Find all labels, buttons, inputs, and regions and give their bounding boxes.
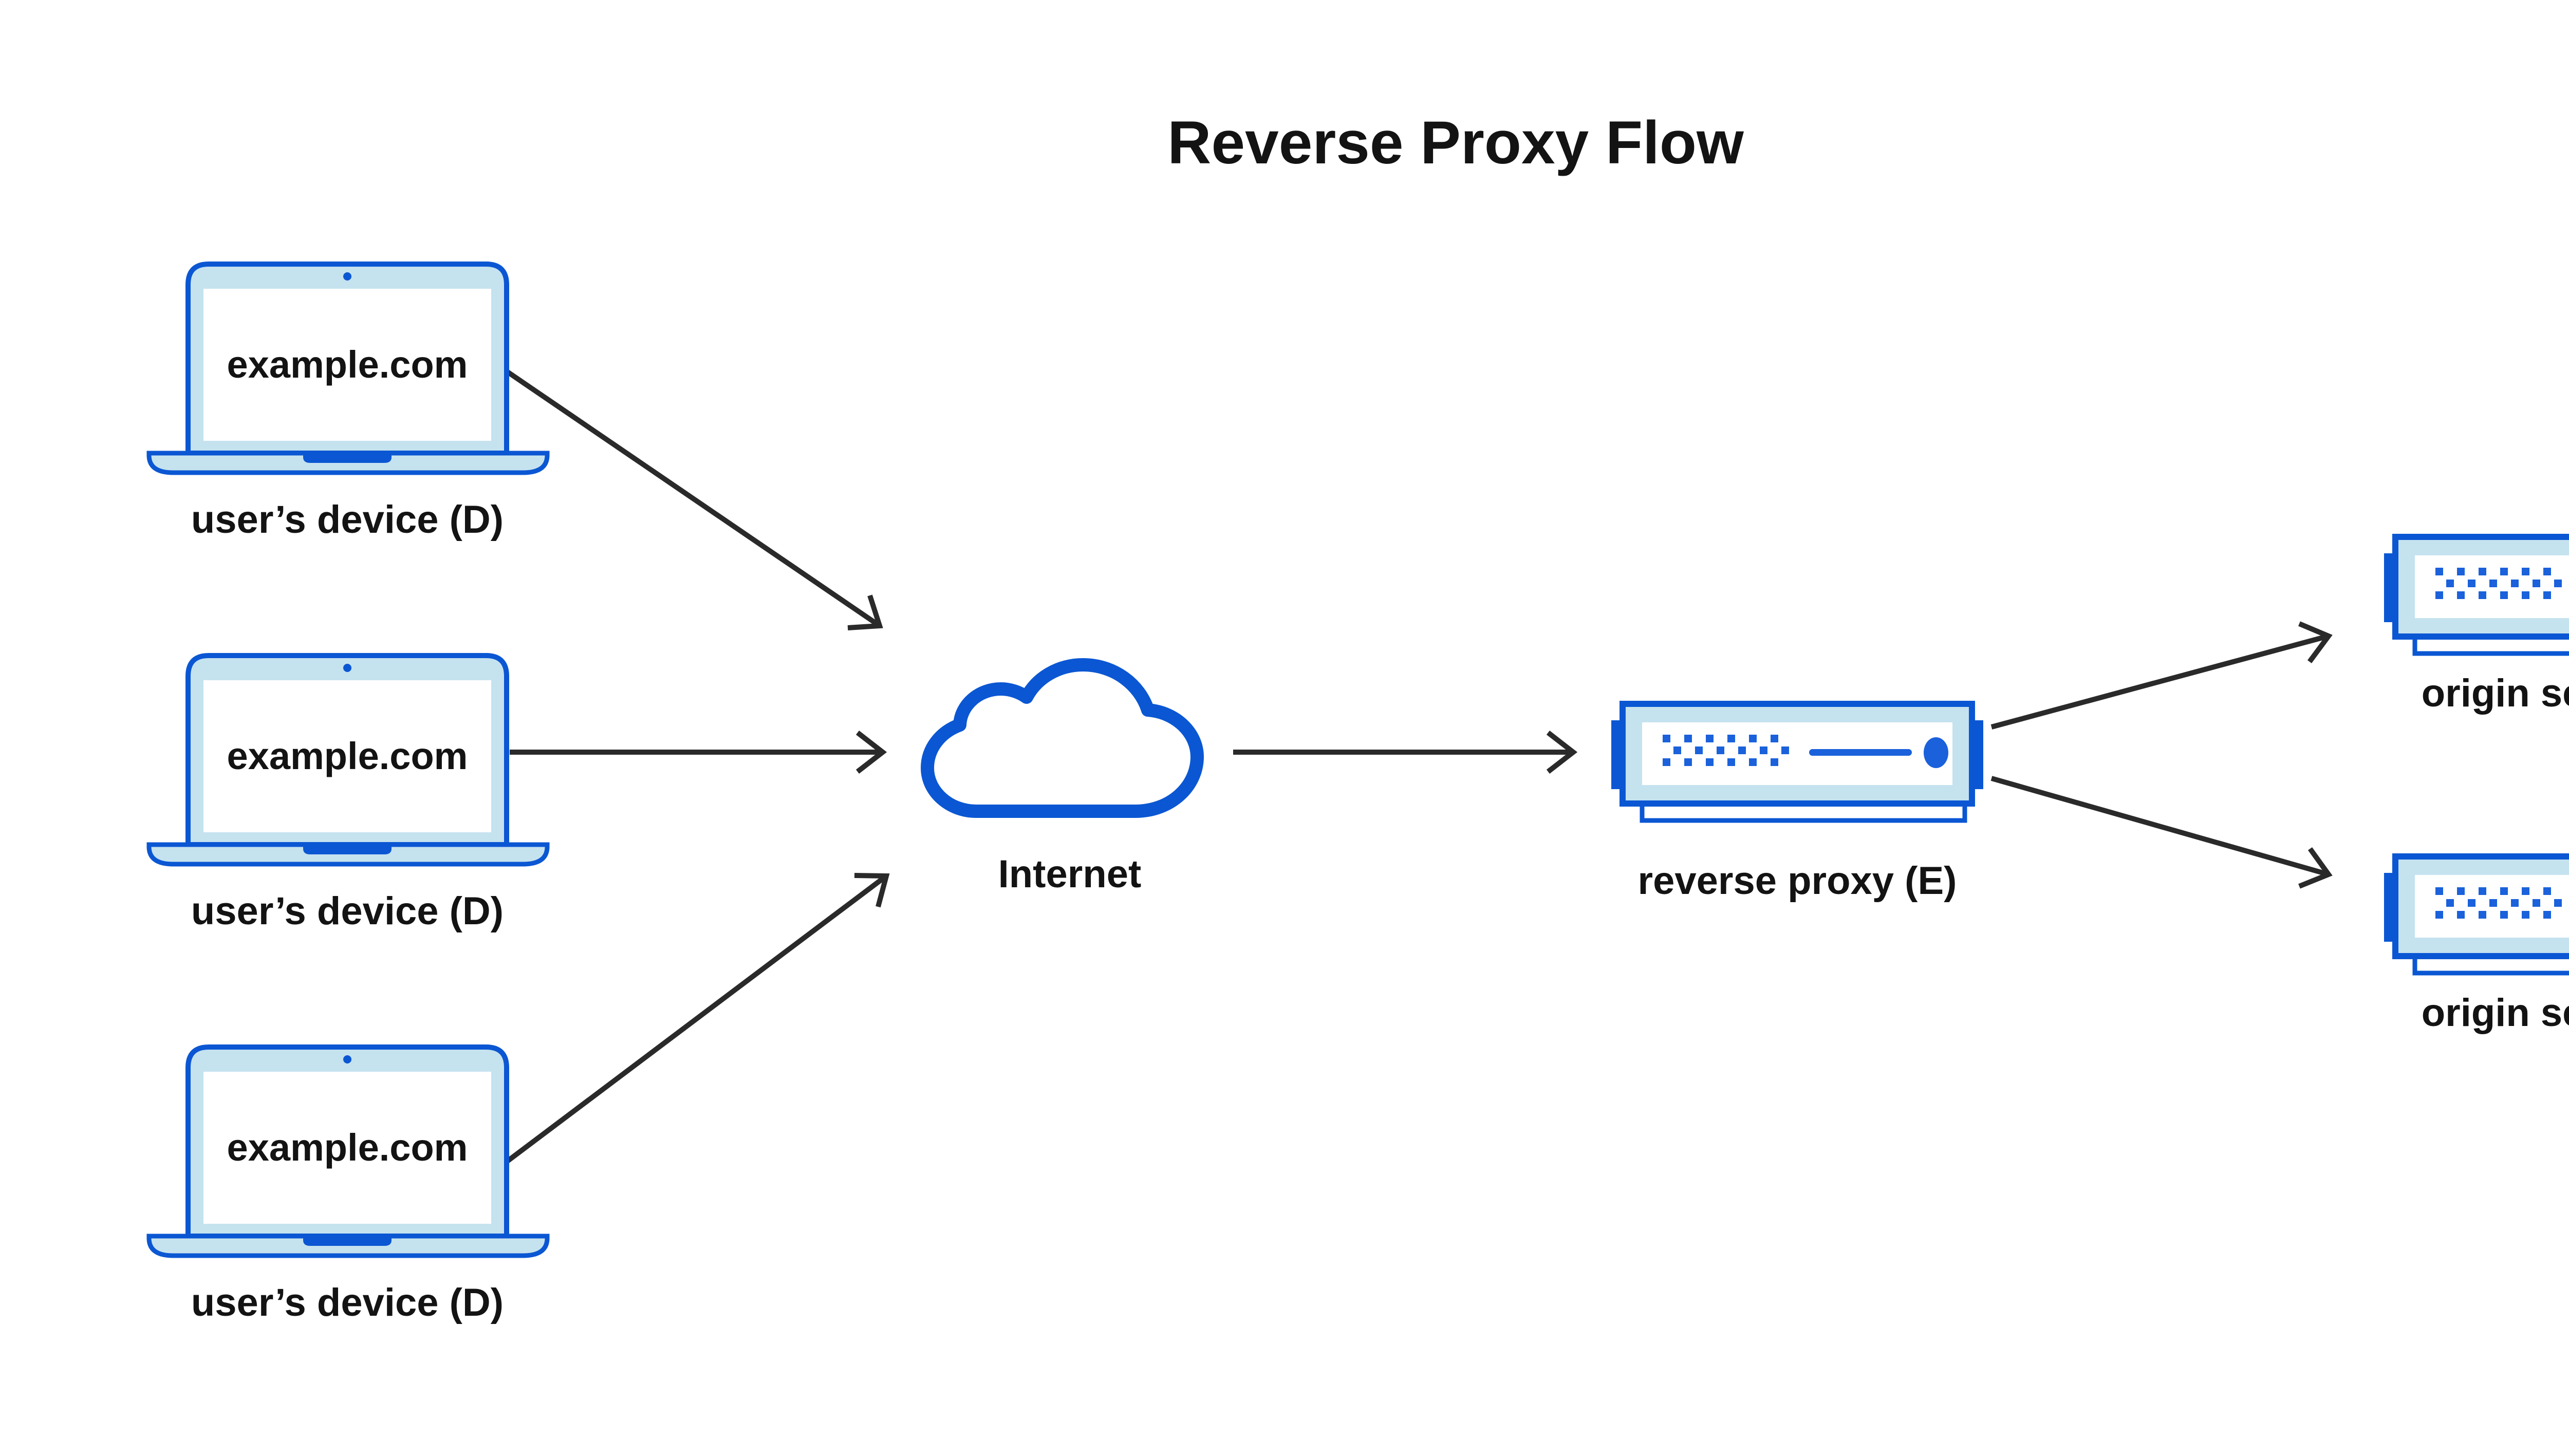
node-user-device-1: example.com user’s device (D) (149, 264, 547, 542)
server-icon (2384, 856, 2569, 973)
origin-server-label: origin server (F) (2422, 991, 2569, 1035)
node-internet: Internet (921, 658, 1204, 896)
arrowhead-icon (2298, 621, 2333, 663)
device-label: user’s device (D) (191, 889, 504, 933)
arrow-device2-to-internet (510, 731, 887, 774)
arrow-internet-to-proxy (1233, 731, 1578, 774)
arrowhead-icon (855, 731, 887, 774)
node-reverse-proxy: reverse proxy (E) (1611, 704, 1983, 903)
arrowhead-icon (1546, 731, 1578, 774)
device-screen-text: example.com (227, 343, 468, 386)
server-icon (1611, 704, 1983, 820)
arrow-proxy-to-origin2 (1990, 776, 2333, 889)
reverse-proxy-label: reverse proxy (E) (1638, 859, 1957, 903)
page-title: Reverse Proxy Flow (1167, 109, 1744, 177)
device-label: user’s device (D) (191, 1281, 504, 1324)
arrow-proxy-to-origin1 (1990, 621, 2333, 730)
cloud-icon (921, 658, 1204, 818)
server-icon (2384, 537, 2569, 654)
arrow-device3-to-internet (504, 873, 890, 1164)
arrowhead-icon (854, 873, 890, 908)
node-user-device-2: example.com user’s device (D) (149, 656, 547, 933)
node-origin-server-1: origin server (F) (2384, 537, 2569, 715)
arrowhead-icon (847, 594, 883, 630)
arrow-device1-to-internet (505, 368, 883, 630)
node-user-device-3: example.com user’s device (D) (149, 1047, 547, 1324)
device-screen-text: example.com (227, 735, 468, 777)
device-label: user’s device (D) (191, 498, 504, 542)
internet-label: Internet (998, 852, 1142, 896)
device-screen-text: example.com (227, 1126, 468, 1169)
node-origin-server-2: origin server (F) (2384, 856, 2569, 1035)
arrowhead-icon (2298, 847, 2333, 889)
origin-server-label: origin server (F) (2422, 671, 2569, 715)
